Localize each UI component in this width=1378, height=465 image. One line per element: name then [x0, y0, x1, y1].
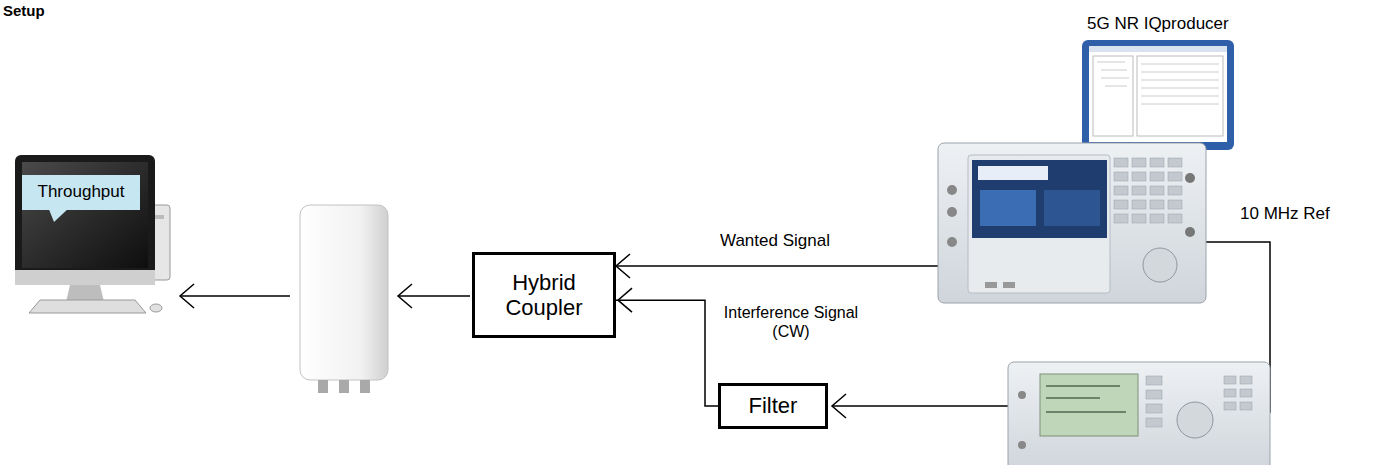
signal-generator-part-part: [1132, 214, 1146, 223]
speech-bubble: Throughput: [22, 175, 140, 210]
signal-arrows-part: [616, 254, 630, 278]
signal-arrows-part: [832, 405, 1008, 407]
signal-generator-part: [1185, 173, 1195, 183]
signal-generator-part: [1114, 158, 1182, 223]
signal-generator-part-part: [1114, 200, 1128, 209]
signal-generator-part-part: [1132, 172, 1146, 181]
iqproducer-monitor-part: [1082, 40, 1234, 150]
arrowhead: [618, 288, 632, 312]
node-text: Throughput: [38, 182, 125, 202]
signal-generator-part-part: [1168, 186, 1182, 195]
cw-signal-generator-part-part: [1240, 389, 1252, 397]
desktop-computer-part: [29, 300, 146, 313]
base-station-antenna-part: [360, 380, 370, 393]
cw-signal-generator-part: [1046, 386, 1126, 412]
signal-generator-part-part: [1114, 172, 1128, 181]
signal-generator: [938, 143, 1206, 303]
cw-signal-generator-part-part: [1224, 376, 1236, 384]
signal-generator-part: [938, 143, 1206, 303]
signal-label: Interference Signal (CW): [716, 303, 866, 341]
signal-generator-part-part: [1132, 158, 1146, 167]
desktop-computer-part: [15, 155, 155, 285]
node-text: Filter: [749, 393, 798, 418]
cw-signal-generator-part: [1018, 441, 1026, 449]
signal-generator-part: [972, 160, 1107, 238]
signal-generator-part: [978, 166, 1048, 180]
signal-generator-part: [947, 207, 957, 217]
cw-signal-generator-part-part: [1146, 404, 1162, 413]
cw-signal-generator-part-part: [1240, 376, 1252, 384]
reference-label: 10 MHz Ref: [1240, 204, 1330, 224]
signal-generator-part-part: [1150, 214, 1164, 223]
signal-arrows-part: [832, 394, 846, 418]
desktop-computer-part: [150, 304, 162, 312]
signal-generator-part: [985, 282, 997, 288]
signal-generator-part: [980, 190, 1036, 226]
cw-signal-generator-part: [1040, 374, 1138, 436]
hybrid-coupler-box: Hybrid Coupler: [472, 252, 616, 338]
cw-signal-generator-part-part: [1224, 389, 1236, 397]
base-station-antenna: [300, 205, 388, 393]
desktop-computer-part: [22, 162, 148, 268]
base-station-antenna-part: [318, 380, 328, 393]
base-station-antenna-part: [339, 380, 349, 393]
cw-signal-generator-part: [1018, 391, 1026, 399]
cw-signal-generator-part-part: [1146, 418, 1162, 427]
signal-generator-part: [1044, 190, 1100, 226]
node-text-group: Throughput: [38, 182, 125, 202]
desktop-computer: [15, 155, 170, 313]
signal-arrows-part: [180, 284, 194, 308]
signal-generator-part-part: [1168, 158, 1182, 167]
base-station-antenna-part: [300, 205, 388, 380]
signal-generator-part: [1143, 248, 1177, 282]
cw-signal-generator-part: [1008, 362, 1270, 465]
connector-line: [616, 300, 718, 406]
node-text-group: Filter: [749, 393, 798, 418]
cw-signal-generator-part-part: [1224, 402, 1236, 410]
signal-generator-part: [947, 237, 957, 247]
signal-generator-part-part: [1132, 186, 1146, 195]
cw-signal-generator-part-part: [1146, 390, 1162, 399]
node-text: Hybrid Coupler: [481, 270, 607, 321]
filter-box: Filter: [718, 383, 828, 429]
iqproducer-monitor-part: [1089, 46, 1227, 142]
signal-generator-part-part: [1150, 172, 1164, 181]
signal-generator-part-part: [1150, 158, 1164, 167]
signal-generator-part-part: [1150, 186, 1164, 195]
signal-generator-part: [1185, 227, 1195, 237]
diagram-title: Setup: [3, 2, 45, 19]
signal-generator-part: [968, 155, 1110, 293]
signal-arrows-part: [398, 295, 470, 297]
signal-connector: [616, 288, 718, 406]
cw-signal-generator-part: [1177, 402, 1213, 438]
iqproducer-monitor-part: [1093, 56, 1133, 136]
software-label: 5G NR IQproducer: [1087, 14, 1229, 34]
signal-label: Wanted Signal: [720, 231, 830, 251]
signal-arrows-part: [180, 295, 290, 297]
signal-generator-part-part: [1132, 200, 1146, 209]
signal-generator-part-part: [1150, 200, 1164, 209]
signal-generator-part-part: [1168, 200, 1182, 209]
signal-generator-part: [947, 185, 957, 195]
iqproducer-monitor-part: [1089, 46, 1227, 52]
signal-generator-part-part: [1114, 186, 1128, 195]
signal-generator-part-part: [1168, 214, 1182, 223]
node-text-group: Hybrid Coupler: [481, 270, 607, 321]
cw-signal-generator-part-part: [1240, 402, 1252, 410]
signal-generator-part-part: [1114, 158, 1128, 167]
desktop-computer-part: [15, 270, 155, 285]
cw-signal-generator: [1008, 362, 1270, 465]
signal-arrows-part: [398, 284, 412, 308]
desktop-computer-part: [66, 285, 104, 302]
iqproducer-monitor-part: [1097, 62, 1219, 104]
signal-arrows-part: [616, 265, 938, 267]
signal-generator-part-part: [1168, 172, 1182, 181]
signal-generator-part: [1003, 282, 1015, 288]
signal-generator-part-part: [1114, 214, 1128, 223]
cw-signal-generator-part-part: [1146, 376, 1162, 385]
